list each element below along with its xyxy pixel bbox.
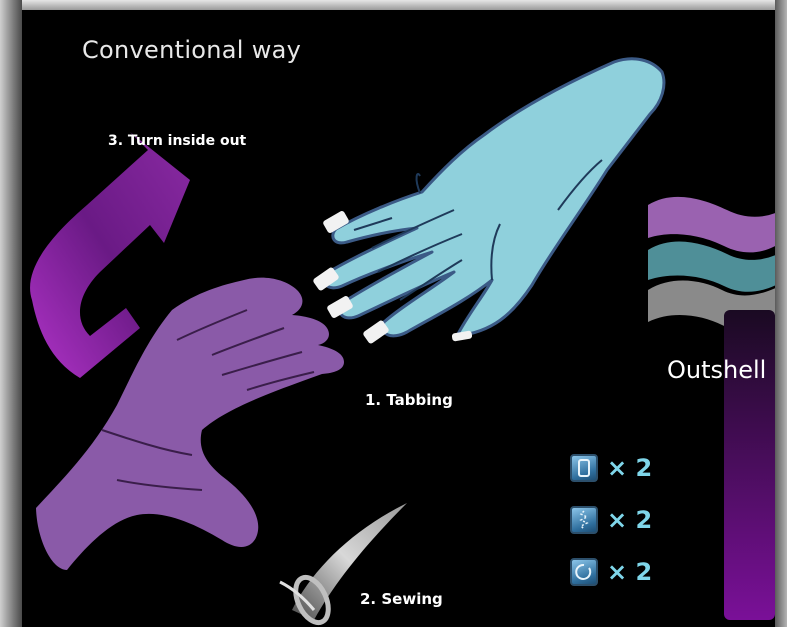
count-row-turn: × 2 [570,557,652,587]
diagram-panel: Conventional way 3. Turn inside out 1. T… [22,10,775,627]
count-row-seam: × 2 [570,505,652,535]
frame-right [775,0,787,627]
seam-count-label: × 2 [607,506,652,534]
turn-count-label: × 2 [607,558,652,586]
turn-icon [570,558,598,586]
frame-left [0,0,22,627]
seam-icon [570,506,598,534]
step-tabbing-label: 1. Tabbing [365,391,453,409]
sewing-needle [280,503,407,627]
count-row-tab: × 2 [570,453,652,483]
frame-top [0,0,787,10]
tab-icon [570,454,598,482]
step-sewing-label: 2. Sewing [360,590,443,608]
step-turn-inside-out-label: 3. Turn inside out [108,133,246,149]
blue-hand [312,59,664,345]
tab-count-label: × 2 [607,454,652,482]
outshell-label: Outshell [667,356,766,384]
purple-hand [36,278,344,570]
diagram-artwork [22,10,775,627]
diagram-title: Conventional way [82,36,301,64]
